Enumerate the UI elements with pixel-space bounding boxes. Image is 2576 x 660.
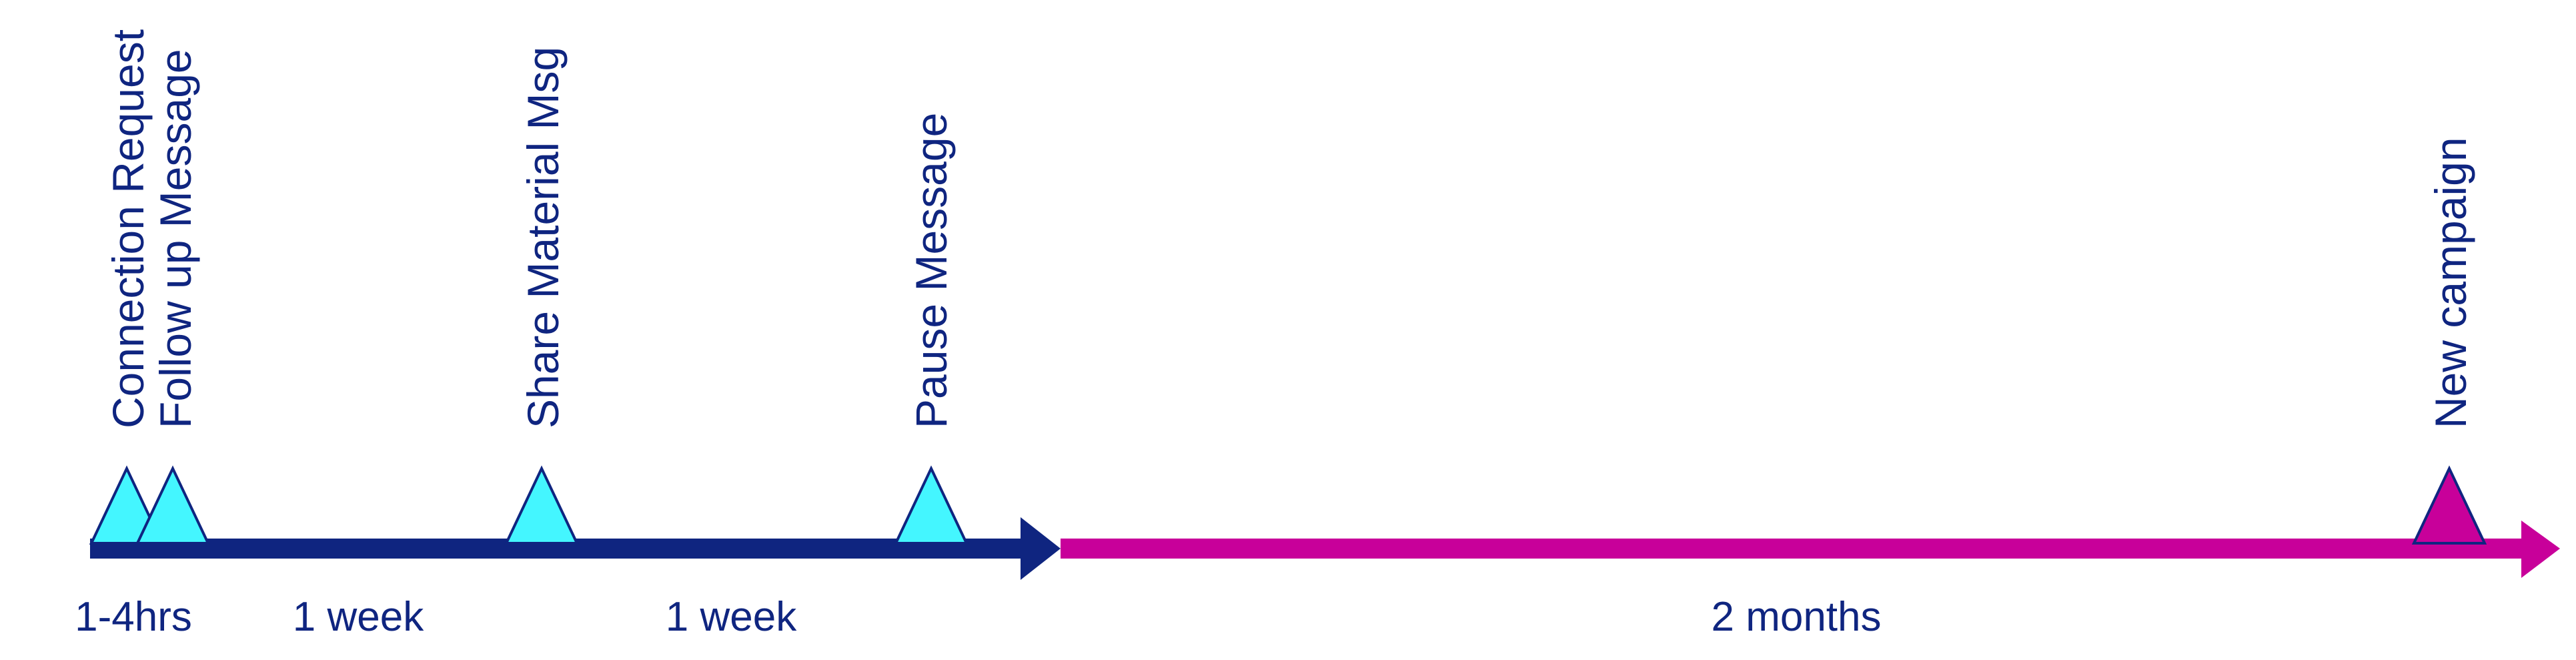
- duration-label-1-week-second: 1 week: [666, 594, 797, 640]
- duration-label-1-week-first: 1 week: [293, 594, 424, 640]
- event-labels: Connection Request Follow up Message Sha…: [103, 29, 2475, 428]
- timeline-arrowhead-accent: [2521, 521, 2560, 578]
- event-marker-new-campaign: [2411, 465, 2487, 545]
- event-label-new-campaign: New campaign: [2426, 137, 2475, 428]
- event-label-share-material-msg: Share Material Msg: [518, 47, 568, 428]
- duration-label-1-4hrs: 1-4hrs: [75, 594, 192, 640]
- timeline-arrowhead-primary: [1021, 517, 1061, 580]
- event-marker-follow-up-message: [135, 465, 211, 545]
- event-marker-share-material-msg: [504, 465, 580, 545]
- event-label-connection-request: Connection Request: [103, 29, 153, 428]
- event-marker-pause-message: [893, 465, 969, 545]
- timeline-bar-accent: [1061, 539, 2521, 559]
- duration-label-2-months: 2 months: [1711, 594, 1881, 640]
- event-label-pause-message: Pause Message: [906, 113, 956, 428]
- event-marker-connection-request: [89, 465, 165, 545]
- timeline-arrows: [90, 517, 2560, 580]
- event-label-follow-up-message: Follow up Message: [151, 49, 200, 428]
- event-markers: [89, 465, 2487, 545]
- duration-labels: 1-4hrs 1 week 1 week 2 months: [75, 594, 1881, 640]
